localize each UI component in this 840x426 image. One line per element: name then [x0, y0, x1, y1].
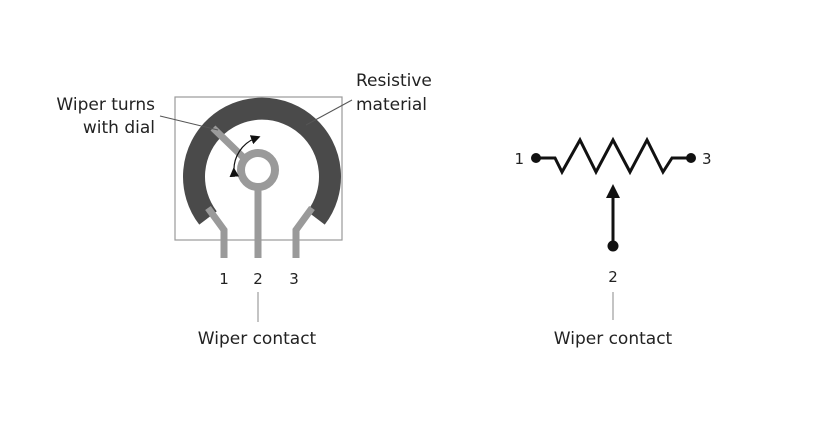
resistor-zigzag	[536, 136, 691, 176]
left-pin2-label: 2	[253, 270, 263, 288]
wiper-hub	[237, 149, 279, 191]
resistive-track	[183, 97, 341, 225]
pin3-leg	[292, 205, 315, 258]
resistive-leader-line	[305, 99, 353, 126]
right-pin1-label: 1	[514, 150, 524, 168]
material-label: material	[356, 95, 427, 115]
resistive-label: Resistive	[356, 71, 432, 91]
wiper-arm	[210, 125, 249, 163]
wiper-turns-label: Wiper turns	[56, 95, 155, 115]
with-dial-label: with dial	[83, 118, 155, 138]
terminal2-dot	[607, 240, 619, 252]
schematic-symbol: 1 3 2 Wiper contact	[514, 136, 712, 349]
right-wiper-contact-label: Wiper contact	[554, 329, 673, 349]
right-pin2-label: 2	[608, 268, 618, 286]
pin1-leg	[205, 205, 228, 258]
left-pin1-label: 1	[219, 270, 229, 288]
physical-potentiometer: Wiper turns with dial Resistive material…	[56, 71, 431, 349]
wiper-arrowhead-icon	[606, 184, 620, 198]
left-wiper-contact-label: Wiper contact	[198, 329, 317, 349]
right-pin3-label: 3	[702, 150, 712, 168]
wiper-leader-line	[159, 115, 219, 131]
rotation-arrow-icon	[229, 135, 261, 178]
left-pin3-label: 3	[289, 270, 299, 288]
